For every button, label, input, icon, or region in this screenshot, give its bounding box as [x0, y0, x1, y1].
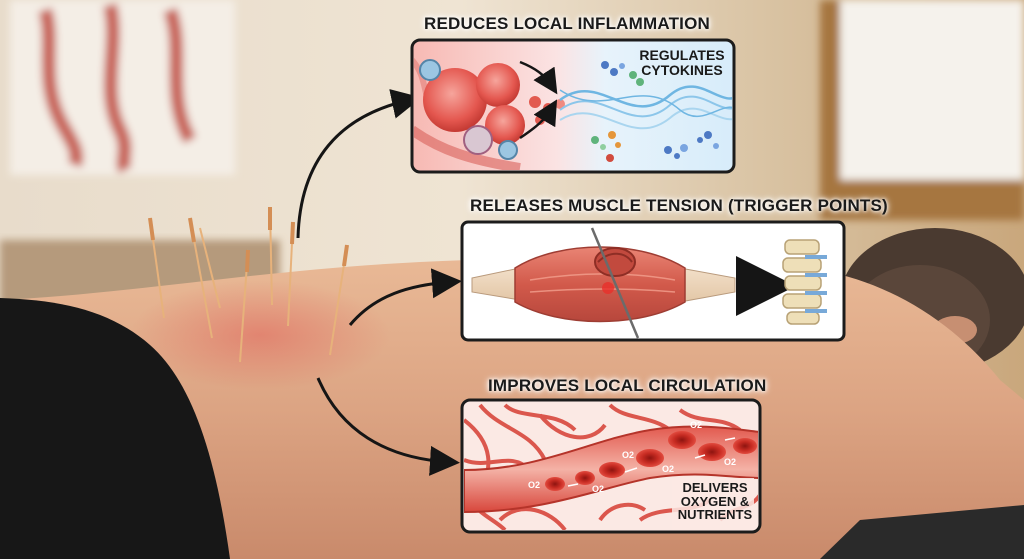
- window: [820, 0, 1024, 220]
- inflammation-heading: REDUCES LOCAL INFLAMMATION: [424, 14, 710, 33]
- black-shirt: [0, 298, 230, 559]
- acupuncture-needle-icon: [287, 221, 295, 327]
- flow-arrows: [567, 437, 736, 487]
- oxygen-callout: DELIVERS OXYGEN & NUTRIENTS: [676, 481, 754, 522]
- oxygen-label: O2: [622, 450, 634, 460]
- oxygen-label: O2: [690, 420, 702, 430]
- oxygen-label: O2: [528, 480, 540, 490]
- acupuncture-needle-icon: [268, 206, 273, 306]
- spine-icon: [782, 239, 827, 325]
- callout-line: OXYGEN &: [680, 493, 750, 509]
- curved-arrow-icon: [296, 89, 422, 239]
- acupuncture-needle-icon: [239, 249, 250, 363]
- table-edge: [820, 505, 1024, 559]
- red-blood-cell-icon: [668, 431, 696, 449]
- red-blood-cells: [545, 431, 757, 491]
- acupuncture-needle-icon: [590, 227, 640, 339]
- red-blood-cell-icon: [599, 462, 625, 478]
- acupuncture-needle-icon: [188, 217, 213, 339]
- immune-cell: [463, 125, 493, 155]
- circulation-heading: IMPROVES LOCAL CIRCULATION: [488, 376, 767, 395]
- circulation-panel: O2 O2 O2 O2 O2 O2: [460, 398, 762, 534]
- muscle-tension-heading: RELEASES MUSCLE TENSION (TRIGGER POINTS): [470, 196, 888, 215]
- oxygen-label: O2: [724, 457, 736, 467]
- skin-redness: [130, 280, 390, 390]
- inflamed-cell: [423, 68, 487, 132]
- acupuncture-needles: [148, 206, 349, 363]
- callout-line: REGULATES: [639, 47, 725, 63]
- red-blood-cell-icon: [733, 438, 757, 454]
- callout-line: CYTOKINES: [641, 61, 723, 78]
- red-blood-cell-icon: [545, 477, 565, 491]
- muscle-icon: [514, 246, 686, 323]
- cytokine-molecule-icon: [591, 61, 719, 162]
- acupuncture-needle-icon: [199, 227, 221, 309]
- oxygen-label: O2: [592, 484, 604, 494]
- curved-arrow-icon: [316, 377, 460, 476]
- red-blood-cell-icon: [698, 443, 726, 461]
- inflamed-cell: [485, 105, 525, 145]
- anatomy-poster: [10, 0, 235, 175]
- oxygen-label: O2: [662, 464, 674, 474]
- muscle-tension-panel: [460, 220, 846, 342]
- cytokines-callout: REGULATES CYTOKINES: [634, 48, 730, 77]
- inflammation-panel: [410, 38, 736, 174]
- inflamed-cell: [476, 63, 520, 107]
- arrow-icon: [519, 60, 558, 95]
- red-blood-cell-icon: [636, 449, 664, 467]
- acupuncture-needle-icon: [329, 244, 349, 356]
- callout-line: NUTRIENTS: [677, 507, 753, 523]
- arrow-icon: [519, 99, 558, 140]
- callout-line: DELIVERS: [682, 480, 748, 495]
- red-blood-cell-icon: [575, 471, 595, 485]
- curved-arrow-icon: [348, 268, 462, 326]
- acupuncture-needle-icon: [148, 217, 165, 319]
